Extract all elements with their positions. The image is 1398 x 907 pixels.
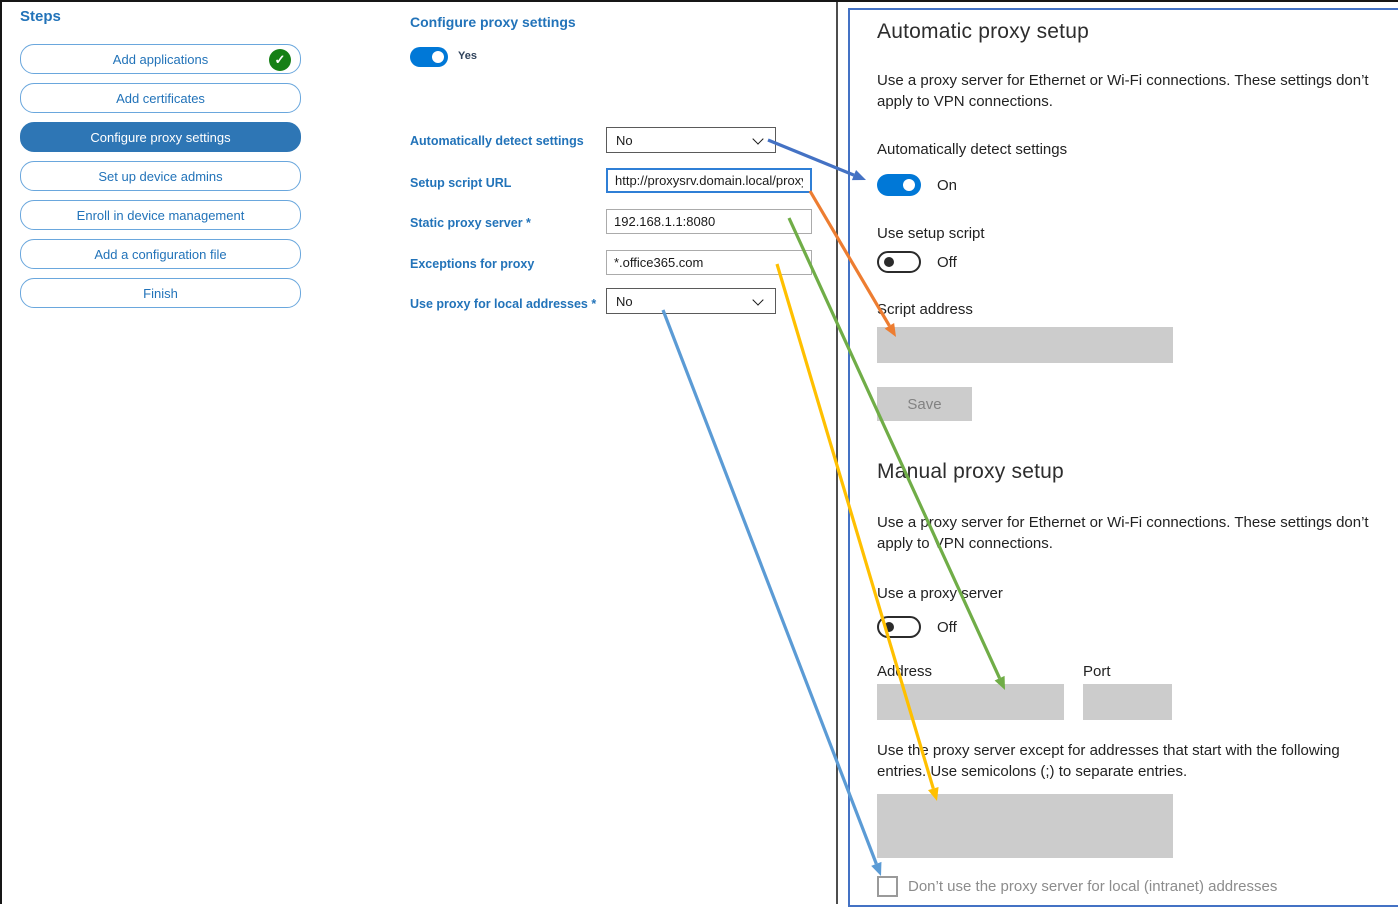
use-proxy-local-label: Use proxy for local addresses * bbox=[410, 297, 597, 311]
local-addresses-checkbox-label: Don’t use the proxy server for local (in… bbox=[908, 878, 1278, 895]
sidebar-item-add-a-configuration-file[interactable]: Add a configuration file bbox=[20, 239, 301, 269]
check-icon: ✓ bbox=[269, 48, 291, 71]
setup-script-url-label: Setup script URL bbox=[410, 176, 512, 190]
sidebar-item-add-certificates[interactable]: Add certificates bbox=[20, 83, 301, 113]
use-a-proxy-server-toggle[interactable] bbox=[877, 616, 921, 638]
setup-script-url-input[interactable] bbox=[606, 168, 812, 193]
port-label: Port bbox=[1083, 663, 1111, 680]
local-addresses-checkbox[interactable] bbox=[877, 876, 898, 897]
step-label: Set up device admins bbox=[98, 168, 223, 184]
auto-detect-settings-label: Automatically detect settings bbox=[877, 141, 1068, 158]
dropdown-value: No bbox=[616, 132, 633, 148]
auto-detect-label: Automatically detect settings bbox=[410, 134, 584, 148]
use-setup-script-label: Use setup script bbox=[877, 225, 985, 242]
configure-proxy-toggle-state: Yes bbox=[458, 50, 477, 62]
static-proxy-server-input[interactable] bbox=[606, 209, 812, 234]
port-input[interactable] bbox=[1083, 684, 1172, 720]
use-a-proxy-server-label: Use a proxy server bbox=[877, 585, 1003, 602]
sidebar-item-set-up-device-admins[interactable]: Set up device admins bbox=[20, 161, 301, 191]
configure-proxy-toggle[interactable] bbox=[410, 47, 448, 67]
step-label: Add applications bbox=[112, 51, 209, 67]
toggle-knob bbox=[432, 51, 444, 63]
automatic-proxy-setup-heading: Automatic proxy setup bbox=[877, 20, 1089, 43]
sidebar-item-add-applications[interactable]: Add applications ✓ bbox=[20, 44, 301, 74]
auto-detect-settings-toggle[interactable] bbox=[877, 174, 921, 196]
chevron-down-icon bbox=[752, 133, 764, 145]
toggle-knob bbox=[884, 257, 894, 267]
use-proxy-local-dropdown[interactable]: No bbox=[606, 288, 776, 314]
step-label: Enroll in device management bbox=[76, 207, 245, 223]
sidebar-item-finish[interactable]: Finish bbox=[20, 278, 301, 308]
static-proxy-server-label: Static proxy server * bbox=[410, 216, 531, 230]
manual-proxy-description: Use a proxy server for Ethernet or Wi-Fi… bbox=[877, 514, 1369, 552]
sidebar-item-configure-proxy-settings[interactable]: Configure proxy settings bbox=[20, 122, 301, 152]
use-setup-script-toggle-state: Off bbox=[937, 254, 957, 271]
chevron-down-icon bbox=[752, 294, 764, 306]
toggle-knob bbox=[884, 622, 894, 632]
step-label: Configure proxy settings bbox=[90, 129, 231, 145]
automatic-proxy-description: Use a proxy server for Ethernet or Wi-Fi… bbox=[877, 72, 1369, 110]
script-address-label: Script address bbox=[877, 301, 973, 318]
auto-detect-toggle-state: On bbox=[937, 177, 958, 194]
dropdown-value: No bbox=[616, 293, 633, 309]
step-label: Finish bbox=[143, 285, 178, 301]
address-input[interactable] bbox=[877, 684, 1064, 720]
use-a-proxy-server-toggle-state: Off bbox=[937, 619, 957, 636]
address-label: Address bbox=[877, 663, 933, 680]
step-label: Add a configuration file bbox=[94, 246, 227, 262]
exceptions-for-proxy-label: Exceptions for proxy bbox=[410, 257, 535, 271]
auto-detect-dropdown[interactable]: No bbox=[606, 127, 776, 153]
exceptions-for-proxy-input[interactable] bbox=[606, 250, 812, 275]
proxy-exceptions-description: Use the proxy server except for addresse… bbox=[877, 742, 1340, 780]
proxy-exceptions-textarea[interactable] bbox=[877, 794, 1173, 858]
steps-title: Steps bbox=[20, 8, 61, 25]
use-setup-script-toggle[interactable] bbox=[877, 251, 921, 273]
panel-divider bbox=[836, 0, 838, 904]
page-title: Configure proxy settings bbox=[410, 14, 576, 30]
script-address-input[interactable] bbox=[877, 327, 1173, 363]
step-label: Add certificates bbox=[116, 90, 205, 106]
toggle-knob bbox=[903, 179, 915, 191]
save-button[interactable]: Save bbox=[877, 387, 972, 421]
arrow-line-local-checkbox-link bbox=[661, 309, 878, 865]
manual-proxy-setup-heading: Manual proxy setup bbox=[877, 460, 1064, 483]
sidebar-item-enroll-in-device-management[interactable]: Enroll in device management bbox=[20, 200, 301, 230]
